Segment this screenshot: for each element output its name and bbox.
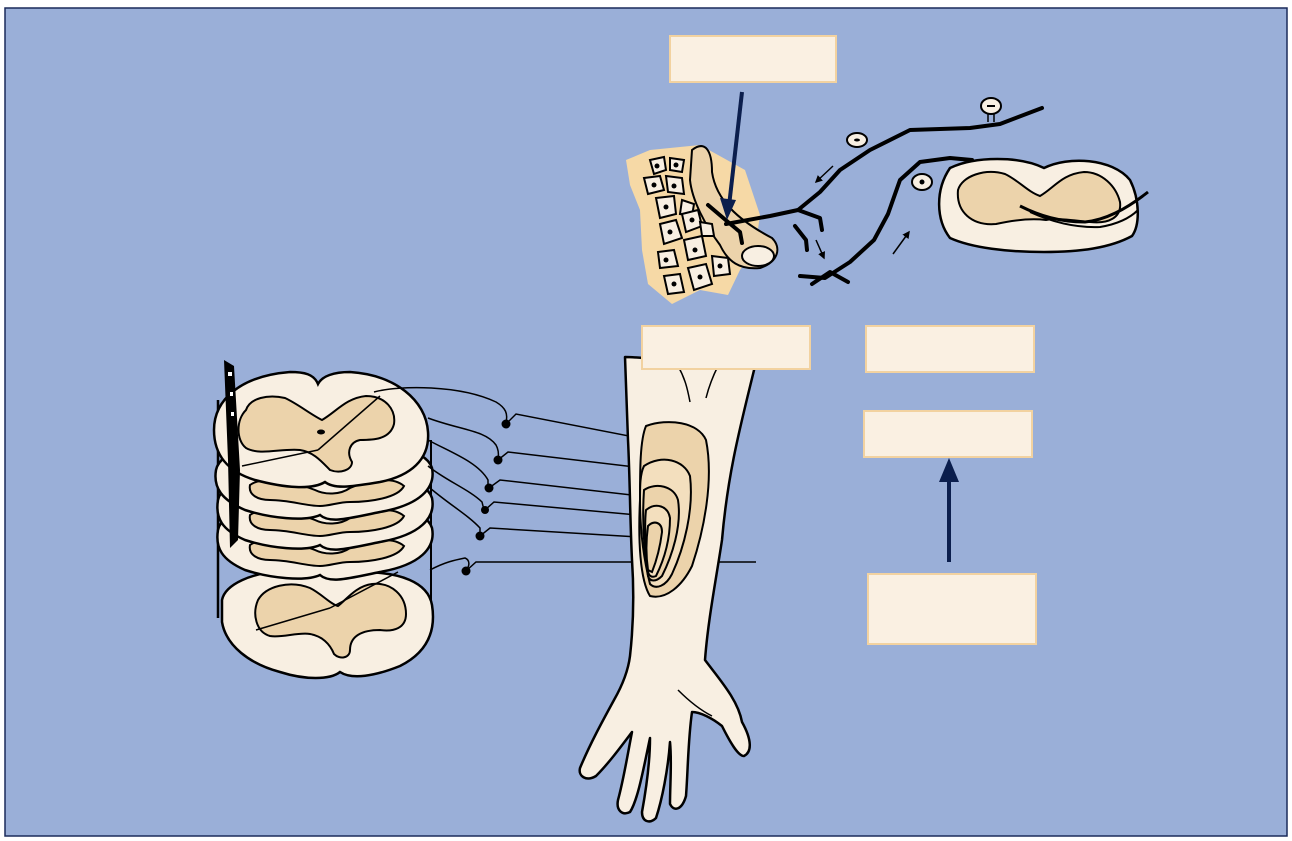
right-label-box-3 xyxy=(868,574,1036,644)
top-label-box xyxy=(670,36,836,82)
right-label-box-1 xyxy=(866,326,1034,372)
spinal-cord-section-icon xyxy=(939,159,1148,252)
right-label-box-2 xyxy=(864,411,1032,457)
spinal-cord-stack-icon xyxy=(214,360,433,678)
arm-label-box xyxy=(642,326,810,369)
